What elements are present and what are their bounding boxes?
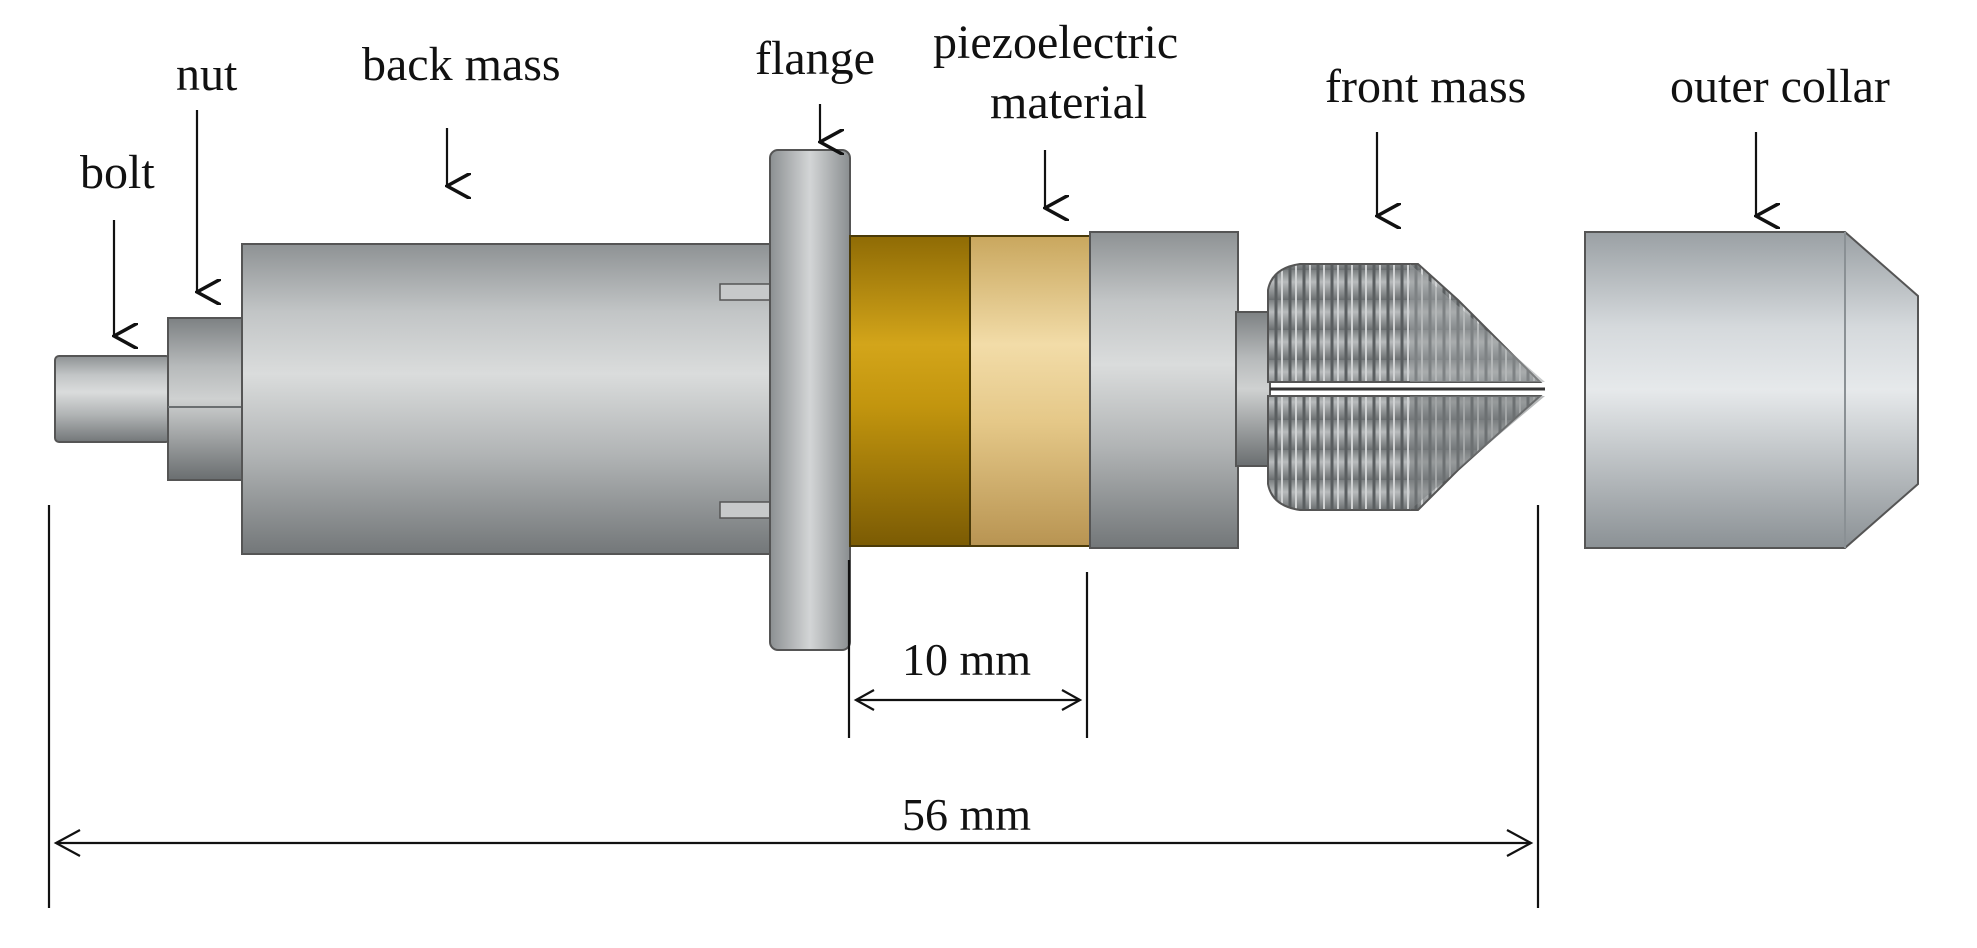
back-mass-shape xyxy=(241,243,773,555)
label-flange: flange xyxy=(755,32,875,85)
piezo-ring-dark xyxy=(849,235,971,547)
label-back-mass: back mass xyxy=(362,38,561,91)
label-front-mass: front mass xyxy=(1325,60,1526,113)
bolt-shape xyxy=(54,355,171,443)
flange-shape xyxy=(769,149,851,651)
label-piezo-line1: piezoelectric xyxy=(933,16,1178,69)
labels: bolt nut back mass flange piezoelectric … xyxy=(80,16,1890,840)
dimension-piezo-label: 10 mm xyxy=(902,634,1031,685)
label-arrows xyxy=(114,104,1756,336)
dimension-total-label: 56 mm xyxy=(902,789,1031,840)
label-piezo-line2: material xyxy=(990,76,1147,129)
nut-shape xyxy=(167,317,247,481)
transducer-body xyxy=(54,149,1545,651)
label-bolt: bolt xyxy=(80,146,155,199)
front-mass-cylinder xyxy=(1089,231,1239,549)
dimension-lines xyxy=(47,505,1540,908)
piezo-ring-light xyxy=(969,235,1091,547)
outer-collar-shape xyxy=(1584,231,1919,549)
label-outer-collar: outer collar xyxy=(1670,60,1890,113)
label-nut: nut xyxy=(176,48,238,101)
